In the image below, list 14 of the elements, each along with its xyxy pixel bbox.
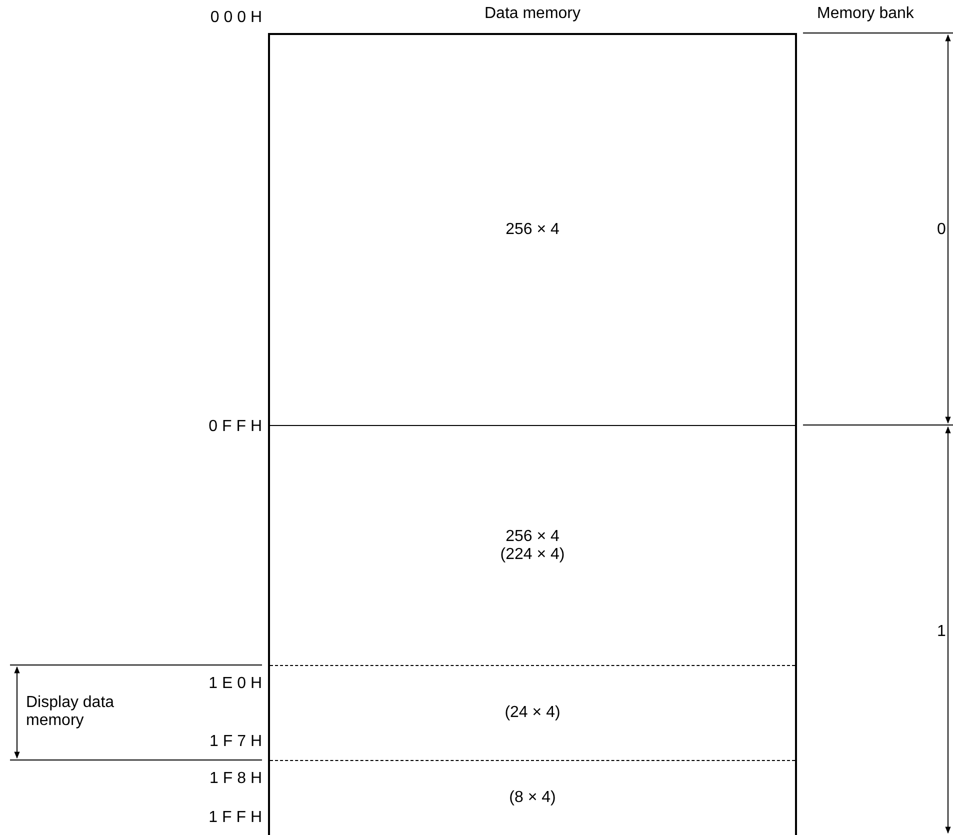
column-heading: Memory bank xyxy=(817,5,914,23)
address-label: 1 F F H xyxy=(208,809,262,827)
column-heading: Data memory xyxy=(484,5,581,23)
address-label: 0 F F H xyxy=(208,418,262,436)
size-label: (224 × 4) xyxy=(500,546,565,564)
address-label: 1 F 8 H xyxy=(208,770,262,788)
bracket-label: Display data memory xyxy=(26,694,116,730)
address-label: 1 F 7 H xyxy=(208,733,262,751)
size-label: (24 × 4) xyxy=(504,704,560,722)
size-label: 256 × 4 xyxy=(506,221,560,239)
address-label: 1 E 0 H xyxy=(208,675,262,693)
address-label: 0 0 0 H xyxy=(209,9,262,27)
size-label: (8 × 4) xyxy=(509,789,556,807)
size-label: 256 × 4 xyxy=(506,528,560,546)
